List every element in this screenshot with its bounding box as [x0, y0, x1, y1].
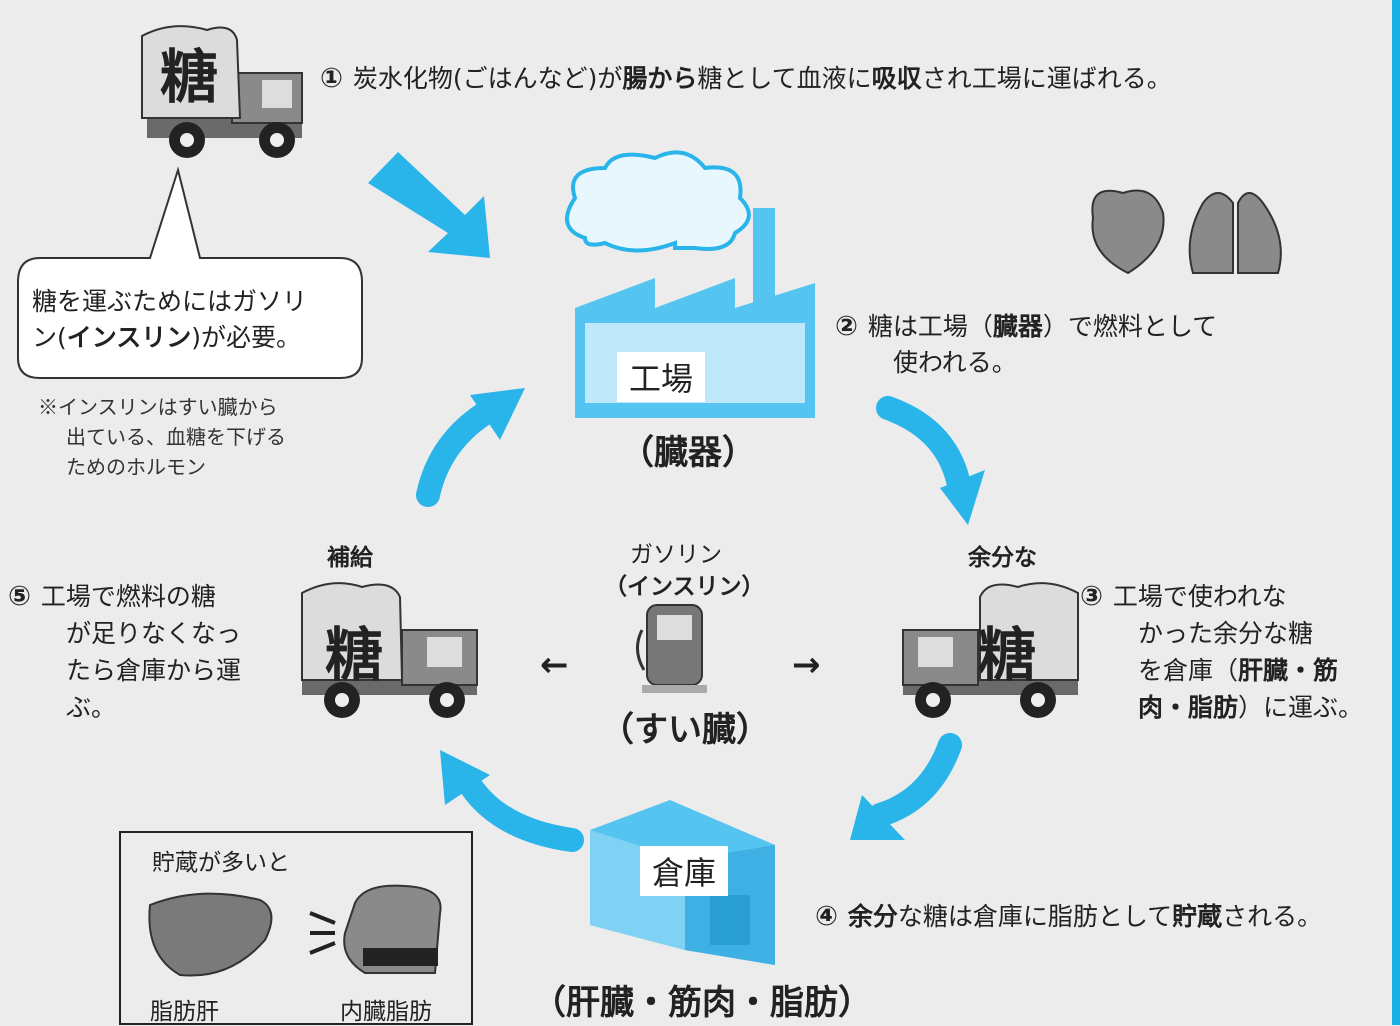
step-1-text-c: 糖として血液に	[697, 64, 872, 93]
fatty-liver-label: 脂肪肝	[150, 999, 219, 1025]
visceral-fat-label: 内臓脂肪	[340, 999, 432, 1025]
surplus-label: 余分な	[968, 545, 1037, 571]
step-3-line1: 工場で使われな	[1112, 582, 1287, 611]
step-3-line3-a: を倉庫（	[1138, 656, 1239, 685]
factory-label: 工場	[617, 352, 706, 402]
step-1-text-e: され工場に運ばれる。	[921, 64, 1172, 93]
truck-supply-label: 糖	[325, 621, 384, 689]
note-line1: ※インスリンはすい臓から	[38, 395, 278, 419]
arrow-intake	[368, 152, 490, 258]
speech-bubble	[17, 166, 363, 379]
step-5-line2: が足りなくなっ	[66, 619, 242, 648]
arrow-to-warehouse	[868, 733, 962, 827]
step-4-bold-c: 貯蔵	[1172, 902, 1223, 931]
insulin-note: ※インスリンはすい臓から 出ている、血糖を下げる ためのホルモン	[38, 392, 286, 482]
arrow-supply-up	[416, 398, 502, 507]
visceral-fat-icon	[309, 884, 442, 974]
warehouse-label: 倉庫	[640, 846, 729, 896]
warehouse-caption: （肝臓・筋肉・脂肪）	[532, 983, 872, 1023]
step-3-line4-b: ）に運ぶ。	[1238, 693, 1364, 722]
pump-top-label: ガソリン	[630, 542, 722, 568]
fatty-liver-icon	[148, 892, 273, 977]
truck-top-label: 糖	[160, 43, 219, 111]
bubble-insulin: インスリン	[66, 323, 192, 352]
arrow-right-icon: →	[792, 645, 821, 685]
note-line3: ためのホルモン	[66, 455, 206, 479]
pump-caption: （すい臓）	[600, 710, 770, 750]
arrow-factory-out	[876, 396, 972, 502]
step-5-line4: ぶ。	[66, 693, 117, 722]
step-1-number: ①	[320, 63, 343, 94]
truck-supply-icon	[301, 582, 478, 718]
pump-insulin-label: （インスリン）	[604, 574, 765, 600]
bubble-line2: ン(インスリン)が必要。	[32, 320, 307, 356]
step-5-line1: 工場で燃料の糖	[40, 582, 216, 611]
step-2-number: ②	[835, 311, 858, 342]
step-1: ① 炭水化物(ごはんなど)が腸から糖として血液に吸収され工場に運ばれる。	[320, 62, 1172, 96]
truck-top-icon	[141, 25, 303, 158]
step-3: ③ 工場で使われな	[1080, 580, 1287, 614]
supply-label: 補給	[327, 545, 373, 571]
step-2-line2: 使われる。	[893, 348, 1017, 377]
bubble-line2-c: )が必要。	[191, 323, 302, 352]
step-4-bold-a: 余分	[847, 902, 898, 931]
step-5-number: ⑤	[8, 581, 31, 612]
storage-title: 貯蔵が多いと	[152, 850, 290, 876]
step-2-text-a: 糖は工場（	[867, 312, 993, 341]
note-line2: 出ている、血糖を下げる	[66, 425, 286, 449]
factory-caption: （臓器）	[620, 433, 756, 473]
step-3-line4-a: 肉・脂肪	[1138, 693, 1239, 722]
gas-pump-icon	[636, 604, 707, 693]
step-3-line3-b: 肝臓・筋	[1238, 656, 1339, 685]
step-5-line3: たら倉庫から運	[66, 656, 242, 685]
step-2-bold: 臓器	[992, 312, 1043, 341]
step-3-line2: かった余分な糖	[1138, 619, 1314, 648]
step-1-text-a: 炭水化物(ごはんなど)が	[352, 64, 623, 93]
step-2-text-c: ）で燃料として	[1042, 312, 1218, 341]
right-edge-stripe	[1392, 0, 1400, 1025]
step-2: ② 糖は工場（臓器）で燃料として	[835, 310, 1217, 344]
truck-surplus-label: 糖	[978, 621, 1037, 689]
step-3-line4: 肉・脂肪）に運ぶ。	[1138, 691, 1363, 725]
step-5: ⑤ 工場で燃料の糖	[8, 580, 216, 614]
step-3-line3: を倉庫（肝臓・筋	[1138, 654, 1338, 688]
step-1-bold-d: 吸収	[871, 64, 922, 93]
bubble-line1: 糖を運ぶためにはガソリ	[32, 287, 308, 316]
step-4: ④ 余分な糖は倉庫に脂肪として貯蔵される。	[815, 900, 1322, 934]
truck-surplus-icon	[902, 582, 1079, 718]
step-4-text-d: される。	[1222, 902, 1323, 931]
step-1-bold-b: 腸から	[622, 64, 698, 93]
arrow-left-icon: ←	[540, 645, 569, 685]
step-4-number: ④	[815, 901, 838, 932]
step-4-text-b: な糖は倉庫に脂肪として	[897, 902, 1173, 931]
heart-lungs-icon	[1091, 189, 1282, 275]
step-3-number: ③	[1080, 581, 1103, 612]
arrow-warehouse-out	[458, 773, 584, 852]
bubble-text: 糖を運ぶためにはガソリ ン(インスリン)が必要。	[32, 284, 307, 356]
bubble-line2-a: ン(	[32, 323, 67, 352]
